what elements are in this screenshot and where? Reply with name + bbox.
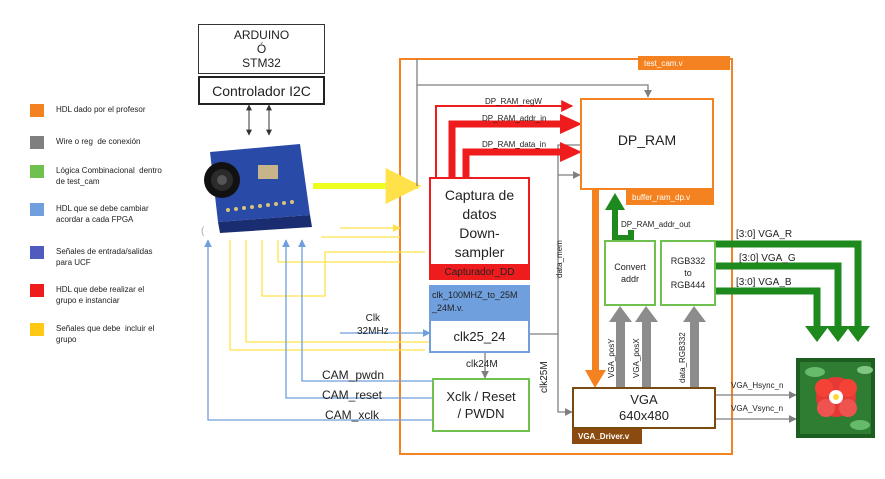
vga-label: VGA 640x480 [619,392,669,423]
rgb-convert-block: RGB332 to RGB444 [660,240,716,306]
dp-ram-data-in-label: DP_RAM_data_in [482,140,547,149]
vga-posy-label: VGA_posY [607,338,616,378]
cam-xclk-label: CAM_xclk [325,408,380,422]
vga-driver-tag: VGA_Driver.v [572,429,642,444]
vga-feedback-arrows [609,306,706,387]
legend-item: Señales que debe incluir el grupo [30,323,154,345]
legend-swatch [30,165,44,178]
convert-addr-label: Convert addr [614,262,646,284]
arduino-block: ARDUINO Ó STM32 [198,24,325,74]
legend-item: Señales de entrada/salidas para UCF [30,246,153,268]
dp-ram-addr-in-label: DP_RAM_addr_in [482,114,547,123]
clk-label: Clk 32MHz [357,313,389,337]
legend-swatch [30,323,44,336]
clk25m-label: clk25M [539,361,550,393]
buffer-ram-label: buffer_ram_dp.v [632,192,691,202]
legend-swatch [30,284,44,297]
legend-text: Señales que debe incluir el grupo [56,324,155,344]
clk-ip-block: clk_100MHZ_to_25M _24M.v. [429,285,530,319]
dp-ram-regw-label: DP_RAM_regW [485,97,542,106]
legend-text: HDL dado por el profesor [56,105,146,114]
data-rgb332-label: data_RGB332 [678,332,687,383]
data-mem-arrow [585,190,606,388]
dp-ram-addr-out-label: DP_RAM_addr_out [621,220,691,229]
internal-wires [416,59,797,423]
captura-block: Captura de datos Down- sampler [429,177,530,280]
data-mem-label: data_mem [555,240,564,278]
clk24m-label: clk24M [466,359,498,370]
i2c-controller-label: Controlador I2C [212,82,311,99]
vga-r-label: [3:0] VGA_R [736,229,793,240]
camera-signal-lines [229,224,430,351]
legend-item: Wire o reg de conexión [30,136,141,149]
vga-posx-label: VGA_posX [632,338,641,378]
clk25-label: clk25_24 [453,328,506,344]
vga-vsync-label: VGA_Vsync_n [731,404,784,413]
test-cam-tag: test_cam.v [638,56,730,70]
test-cam-label: test_cam.v [644,58,683,68]
svg-text:(: ( [201,226,205,237]
legend-item: HDL que debe realizar el grupo e instanc… [30,284,144,306]
dp-ram-block: DP_RAM [580,98,714,190]
xclk-label: Xclk / Reset / PWDN [446,389,516,421]
capturador-label: Capturador_DD [444,266,515,278]
legend-swatch [30,136,44,149]
legend-item: Lógica Combinacional dentro de test_cam [30,165,162,187]
legend-item: HDL que se debe cambiar acordar a cada F… [30,203,149,225]
vga-g-label: [3:0] VGA_G [739,253,796,264]
legend-text: HDL que se debe cambiar acordar a cada F… [56,204,149,224]
camera-module-image [204,144,312,233]
legend-swatch [30,246,44,259]
legend-swatch [30,203,44,216]
buffer-ram-tag: buffer_ram_dp.v [626,189,714,205]
red-buses [435,100,582,177]
xclk-block: Xclk / Reset / PWDN [432,378,530,432]
legend-item: HDL dado por el profesor [30,104,146,117]
legend-swatch [30,104,44,117]
arduino-label: ARDUINO Ó STM32 [233,28,290,70]
convert-addr-block: Convert addr [604,240,656,306]
addr-out-arrow [605,193,634,242]
cam-pwdn-label: CAM_pwdn [322,368,385,382]
legend-text: Señales de entrada/salidas para UCF [56,247,153,267]
test-cam-frame [399,58,733,455]
clk-ip-label: clk_100MHZ_to_25M _24M.v. [432,290,518,313]
vga-color-arrowheads [805,326,870,342]
clk25-block: clk25_24 [429,319,530,353]
i2c-arrows [246,104,272,136]
rgb-convert-label: RGB332 to RGB444 [670,256,706,290]
legend-text: Wire o reg de conexión [56,137,141,146]
vga-b-label: [3:0] VGA_B [736,277,792,288]
camera-control-lines [204,239,432,421]
cam-reset-label: CAM_reset [322,388,383,402]
vga-display-image [796,358,875,438]
capturador-tag: Capturador_DD [429,264,530,280]
vga-hsync-label: VGA_Hsync_n [731,381,784,390]
captura-label: Captura de datos Down- sampler [444,186,515,260]
vga-block: VGA 640x480 [572,387,716,429]
vga-driver-label: VGA_Driver.v [578,432,630,441]
vga-color-buses [716,240,862,326]
i2c-controller-block: Controlador I2C [198,76,325,105]
legend-text: Lógica Combinacional dentro de test_cam [56,166,162,186]
dp-ram-label: DP_RAM [617,132,677,148]
legend-text: HDL que debe realizar el grupo e instanc… [56,285,145,305]
